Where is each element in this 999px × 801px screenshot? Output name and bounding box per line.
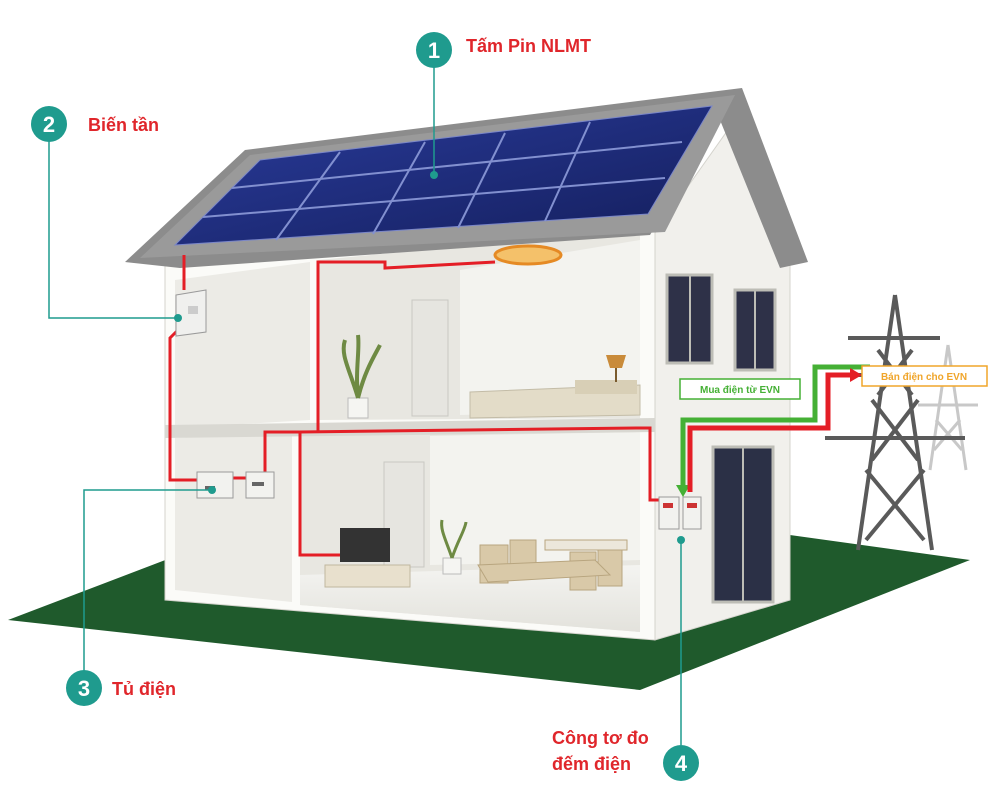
callout-4-number: 4 [675,751,688,776]
buy-arrow-head [676,485,690,497]
electric-meters [658,496,702,530]
sell-arrow-head [850,368,862,382]
buy-label: Mua điện từ EVN [700,385,780,396]
side-window-2 [733,288,777,372]
callout-1-number: 1 [428,38,440,63]
power-tower-near [825,294,965,551]
bedroom-back-wall [460,240,640,415]
bedside-lamp [606,355,626,382]
side-window-1 [665,273,714,365]
callout-2-label: Biến tần [88,115,159,135]
inverter-device [175,289,207,337]
bedroom-door [411,299,449,417]
callout-2-badge [31,106,67,142]
power-tower-far [915,344,980,471]
sell-label: Bán điện cho EVN [881,372,967,383]
plant-upstairs [341,334,382,419]
callout-2-number: 2 [43,112,55,137]
ceiling-light [493,244,563,266]
room-lower-left [175,433,292,602]
dining-set [477,539,628,591]
leader-lines [48,67,682,745]
solar-panel-array [173,105,713,246]
sell-arrow-line [687,372,850,492]
living-back-wall [430,432,640,565]
plant-downstairs [440,519,468,575]
callout-3-label: Tủ điện [112,679,176,699]
callout-1-badge [416,32,452,68]
sell-label-box [861,365,988,387]
leader-dots [174,171,685,544]
callout-4-label-line1: Công tơ đo [552,728,649,748]
callout-4-badge [663,745,699,781]
callout-4-label-line2: đếm điện [552,754,631,774]
electrical-cabinet [196,471,275,499]
callout-1-label: Tấm Pin NLMT [466,36,591,56]
tv [324,528,411,588]
side-glass-door [711,445,775,604]
buy-label-box [679,378,801,400]
callout-3-badge [66,670,102,706]
callout-3-number: 3 [78,676,90,701]
bed-headboard [575,380,637,394]
buy-arrow-line [680,364,870,492]
room-upper-left [175,262,310,428]
